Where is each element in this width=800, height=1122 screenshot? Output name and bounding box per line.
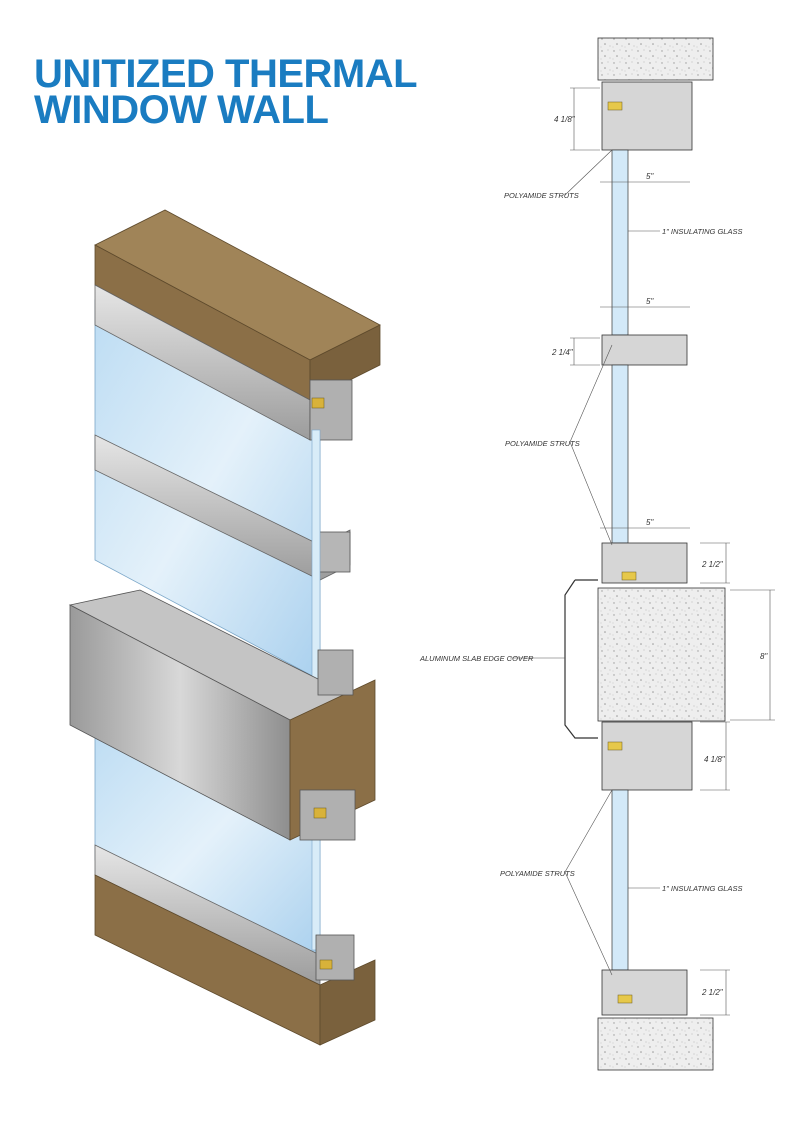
section-top-slab xyxy=(597,37,714,81)
dimension-lines xyxy=(510,87,775,1016)
section-sill-bottom-insulator xyxy=(617,994,633,1004)
dim-mid-rail-height: 2 1/4" xyxy=(551,348,574,357)
section-mid-rail xyxy=(601,334,688,366)
dim-glass-depth-mid-lower: 5" xyxy=(646,518,654,527)
bottom-sill-profile xyxy=(315,934,355,981)
dim-sill-height-bottom: 2 1/2" xyxy=(701,988,724,997)
page-title: UNITIZED THERMAL WINDOW WALL xyxy=(34,52,418,132)
label-polyamide-struts-1: POLYAMIDE STRUTS xyxy=(504,191,579,200)
section-sill-bottom xyxy=(601,969,688,1016)
section-bottom-slab xyxy=(597,1017,714,1071)
section-view: 4 1/8" 5" 5" 2 1/4" 5" 2 1/2" 8" 4 1/8" … xyxy=(419,37,775,1071)
section-glass-lower xyxy=(611,789,629,971)
dim-sill-height-mid: 2 1/2" xyxy=(701,560,724,569)
dim-glass-depth-top: 5" xyxy=(646,172,654,181)
dim-slab-thickness: 8" xyxy=(760,652,768,661)
dim-head-height-lower: 4 1/8" xyxy=(704,755,726,764)
top-head-insulator xyxy=(311,397,325,409)
title-line-1: UNITIZED THERMAL xyxy=(34,52,418,96)
mid-rail-profile xyxy=(317,531,351,573)
dim-head-height: 4 1/8" xyxy=(554,115,576,124)
section-head-frame xyxy=(601,81,693,151)
section-sill-upper-insulator xyxy=(621,571,637,581)
section-head-lower-insulator xyxy=(607,741,623,751)
dim-glass-depth-mid-upper: 5" xyxy=(646,297,654,306)
section-sill-upper xyxy=(601,542,688,584)
mid-slab-upper-frame xyxy=(317,649,354,696)
title-line-2: WINDOW WALL xyxy=(34,88,329,132)
section-slab-cover xyxy=(564,579,598,739)
label-polyamide-struts-2: POLYAMIDE STRUTS xyxy=(505,439,580,448)
label-insulating-glass-2: 1" INSULATING GLASS xyxy=(662,884,742,893)
label-polyamide-struts-3: POLYAMIDE STRUTS xyxy=(500,869,575,878)
label-insulating-glass-1: 1" INSULATING GLASS xyxy=(662,227,742,236)
mid-slab-lower-frame xyxy=(299,789,356,841)
mid-slab-insulator xyxy=(313,807,327,819)
bottom-slab-side-face xyxy=(319,959,376,1046)
section-head-lower xyxy=(601,721,693,791)
section-glass-mid xyxy=(611,364,629,544)
section-head-insulator xyxy=(607,101,623,111)
label-slab-edge-cover: ALUMINUM SLAB EDGE COVER xyxy=(419,654,534,663)
isometric-view xyxy=(68,209,381,1046)
bottom-sill-insulator xyxy=(319,959,333,970)
section-mid-slab xyxy=(597,587,726,722)
